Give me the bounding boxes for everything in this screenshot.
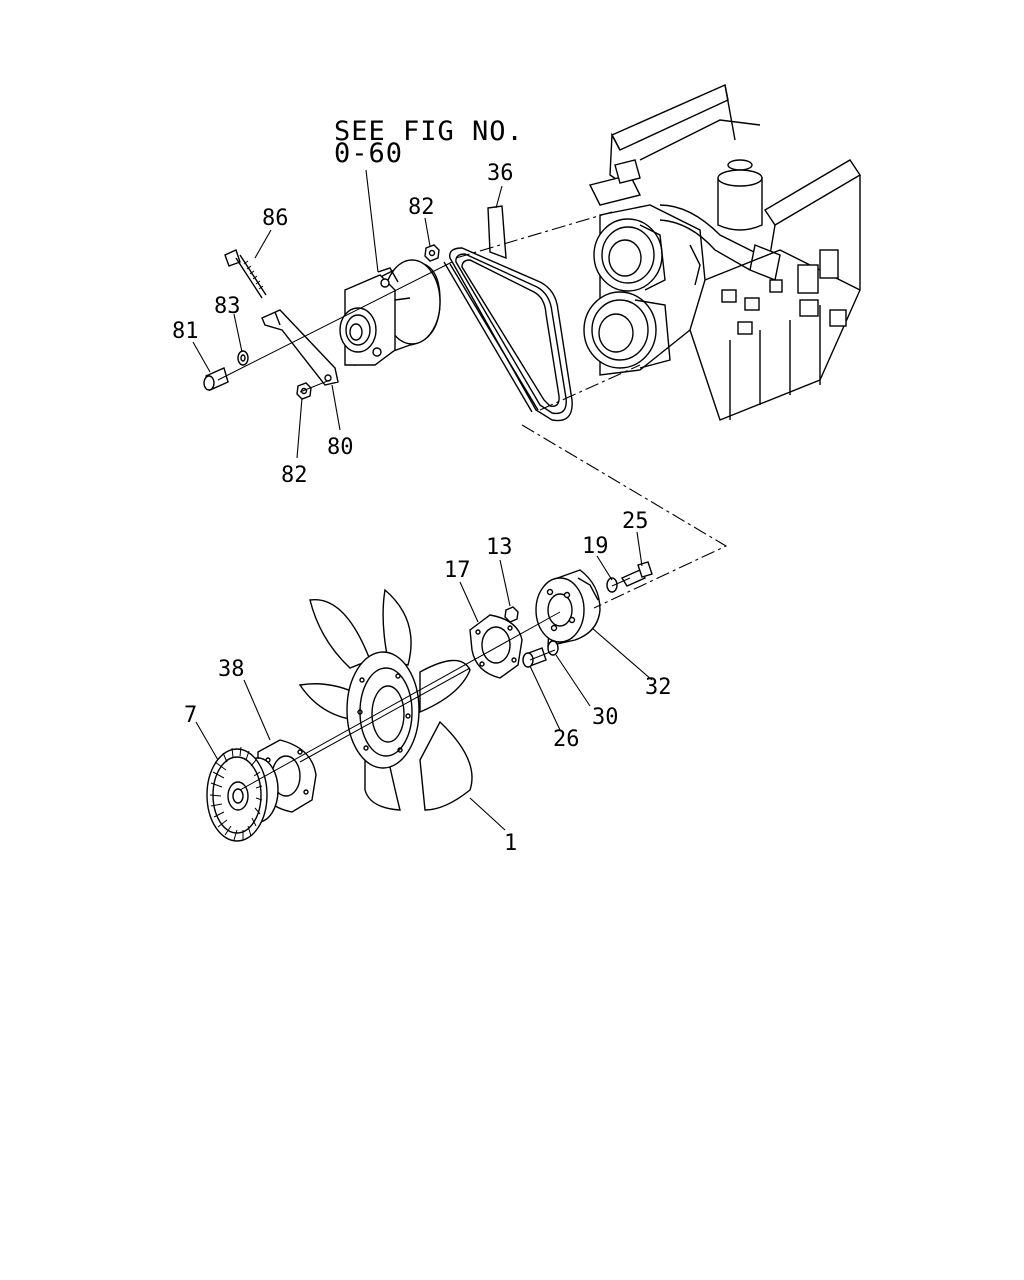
callout-1: 1 bbox=[504, 831, 517, 856]
cooling-fan bbox=[298, 588, 473, 811]
washer-19 bbox=[606, 577, 618, 593]
callout-86: 86 bbox=[262, 206, 289, 231]
callout-32: 32 bbox=[645, 675, 672, 700]
callout-82-lower: 82 bbox=[281, 463, 308, 488]
bolt-86 bbox=[224, 249, 267, 299]
alternator bbox=[339, 259, 441, 366]
callout-7: 7 bbox=[184, 703, 197, 728]
bolt-26 bbox=[522, 647, 547, 668]
callout-36: 36 bbox=[487, 161, 514, 186]
callout-82-upper: 82 bbox=[408, 195, 435, 220]
washer-30 bbox=[547, 640, 559, 656]
callout-13: 13 bbox=[486, 535, 513, 560]
washer-83 bbox=[237, 350, 249, 366]
callout-81: 81 bbox=[172, 319, 199, 344]
callout-38: 38 bbox=[218, 657, 245, 682]
v-belt bbox=[443, 205, 573, 422]
callout-17: 17 bbox=[444, 558, 471, 583]
callout-83: 83 bbox=[214, 294, 241, 319]
bolt-81 bbox=[203, 367, 229, 391]
spacer-17 bbox=[469, 614, 523, 679]
fan-pulley-32 bbox=[535, 569, 601, 647]
nut-82-lower bbox=[296, 382, 312, 400]
leader-lines bbox=[192, 169, 653, 831]
callout-30: 30 bbox=[592, 705, 619, 730]
engine-block bbox=[583, 84, 861, 421]
reference-note-line1: SEE FIG NO. bbox=[334, 116, 524, 147]
callout-19: 19 bbox=[582, 534, 609, 559]
assembly-centerlines bbox=[217, 211, 728, 791]
nut-13 bbox=[504, 606, 519, 623]
adjusting-bracket bbox=[261, 309, 339, 386]
nut-82-upper bbox=[424, 244, 440, 262]
callout-80: 80 bbox=[327, 435, 354, 460]
reference-note-line2: 0-60 bbox=[334, 138, 403, 169]
fan-clutch bbox=[206, 746, 279, 842]
callout-25: 25 bbox=[622, 509, 649, 534]
bolt-25 bbox=[620, 561, 653, 587]
callout-26: 26 bbox=[553, 727, 580, 752]
